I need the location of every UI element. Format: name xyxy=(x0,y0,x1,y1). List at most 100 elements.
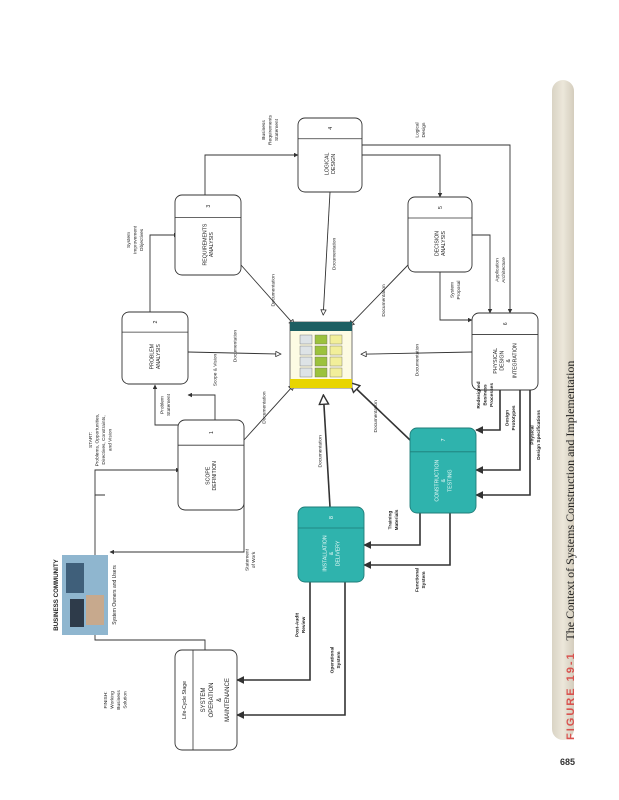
flow-system-improvement xyxy=(149,232,179,312)
documentation-arrow xyxy=(243,385,294,441)
flow-design-prototypes xyxy=(475,390,521,474)
flow-functional-system xyxy=(363,513,451,569)
stage-title-line: DEFINITION xyxy=(212,461,218,491)
flow-business-requirements xyxy=(204,152,299,195)
label-physical-design-specifications-line: Physical xyxy=(529,425,535,444)
stage-number-line: 5 xyxy=(438,206,444,209)
documentation-arrow xyxy=(240,264,294,325)
stage-number-line: 6 xyxy=(503,322,509,325)
documentation-label: Documentation xyxy=(262,391,268,424)
label-logical-design-line: Logical xyxy=(414,122,420,137)
business-community xyxy=(62,555,108,635)
documentation-arrow xyxy=(187,352,281,354)
stage-number: 7 xyxy=(441,438,447,441)
label-finish-line: FINISH: xyxy=(103,691,109,708)
business-community-subtitle: System Owners and Users xyxy=(112,565,118,625)
business-community-subtitle-line: System Owners and Users xyxy=(112,565,118,625)
stage-scope-definition xyxy=(177,419,245,511)
stage-box xyxy=(297,117,363,193)
stage-requirements-analysis xyxy=(174,194,242,276)
photo-detail xyxy=(70,599,84,627)
stage-problem-analysis xyxy=(121,311,189,385)
documentation-label-line: Documentation xyxy=(414,344,420,377)
label-system-proposal-line: Proposal xyxy=(456,281,462,300)
stage-title-line: LOGICAL xyxy=(325,153,331,176)
documentation-label-line: Documentation xyxy=(331,237,337,270)
label-start-line: START: xyxy=(88,432,94,448)
label-functional-system-line: Functional xyxy=(414,568,420,592)
stage-physical-design-integration xyxy=(471,312,539,391)
repository-icon xyxy=(289,321,353,389)
stage-title-line: DESIGN xyxy=(331,154,337,174)
flow-problem-statement xyxy=(152,384,185,426)
flow-physical-specs xyxy=(475,390,531,499)
label-start-line: Directives, Constraints, xyxy=(101,415,107,464)
label-post-audit-review-line: Post-Audit xyxy=(294,612,300,637)
repository-cell xyxy=(314,334,328,345)
flow-start xyxy=(94,467,181,496)
label-finish-line: Solution xyxy=(122,691,128,709)
life-cycle-stage-label: Life-Cycle Stage xyxy=(182,681,188,719)
documentation-label-line: Documentation xyxy=(232,330,238,363)
page-number: 685 xyxy=(560,757,576,767)
documentation-label-line: Documentation xyxy=(317,435,323,468)
stage-number: 2 xyxy=(153,321,159,324)
label-problem-statement-line: Statement xyxy=(166,393,172,416)
stage-title-line: PROBLEM xyxy=(150,344,156,369)
label-system-improvement-objectives-line: Improvement xyxy=(133,225,139,254)
operation-stage-title-line: & xyxy=(217,698,223,702)
stage-box xyxy=(174,649,238,751)
label-functional-system-line: System xyxy=(421,571,427,588)
documentation-arrow xyxy=(361,352,473,354)
label-design-prototypes-line: Prototypes xyxy=(511,405,517,430)
label-start: START:Problems, Opportunities,Directives… xyxy=(88,414,114,467)
documentation-label: Documentation xyxy=(317,435,323,468)
flow-operational-system xyxy=(236,582,346,719)
repository-bottom xyxy=(290,379,352,388)
label-physical-design-specifications-line: Design Specifications xyxy=(536,410,542,460)
stage-box xyxy=(177,419,245,511)
stage-construction-testing xyxy=(409,427,477,514)
flow-logical-to-physical xyxy=(362,144,513,314)
stage-title-line: INSTALLATION xyxy=(322,535,328,571)
documentation-label: Documentation xyxy=(271,274,277,307)
flow-redesigned-processes xyxy=(475,390,501,434)
stage-number-line: 1 xyxy=(209,431,215,434)
documentation-label: Documentation xyxy=(373,400,379,433)
operation-stage-title-line: MAINTENANCE xyxy=(225,678,231,722)
stage-box xyxy=(407,196,473,273)
stage-number-line: 4 xyxy=(328,127,334,130)
label-scope-vision: Scope & Vision xyxy=(213,353,219,386)
label-scope-vision-line: Scope & Vision xyxy=(213,353,219,386)
repository-cell xyxy=(329,356,343,367)
repository-cell xyxy=(299,367,313,378)
stage-installation-delivery xyxy=(297,506,365,583)
label-system-improvement-objectives-line: System xyxy=(126,232,132,248)
stage-title-line: CONSTRUCTION xyxy=(434,460,440,502)
stage-number-line: 7 xyxy=(441,438,447,441)
repository-cell xyxy=(299,345,313,356)
stage-title-line: & xyxy=(329,551,335,555)
documentation-label-line: Documentation xyxy=(262,391,268,424)
stage-title-line: & xyxy=(506,358,512,362)
flow-logical-design xyxy=(362,154,443,198)
documentation-label-line: Documentation xyxy=(381,284,387,317)
repository-top xyxy=(290,322,352,331)
documentation-label: Documentation xyxy=(331,237,337,270)
flow-scope-vision xyxy=(187,392,216,420)
label-operational-system-line: System xyxy=(336,651,342,668)
stage-logical-design xyxy=(297,117,363,193)
